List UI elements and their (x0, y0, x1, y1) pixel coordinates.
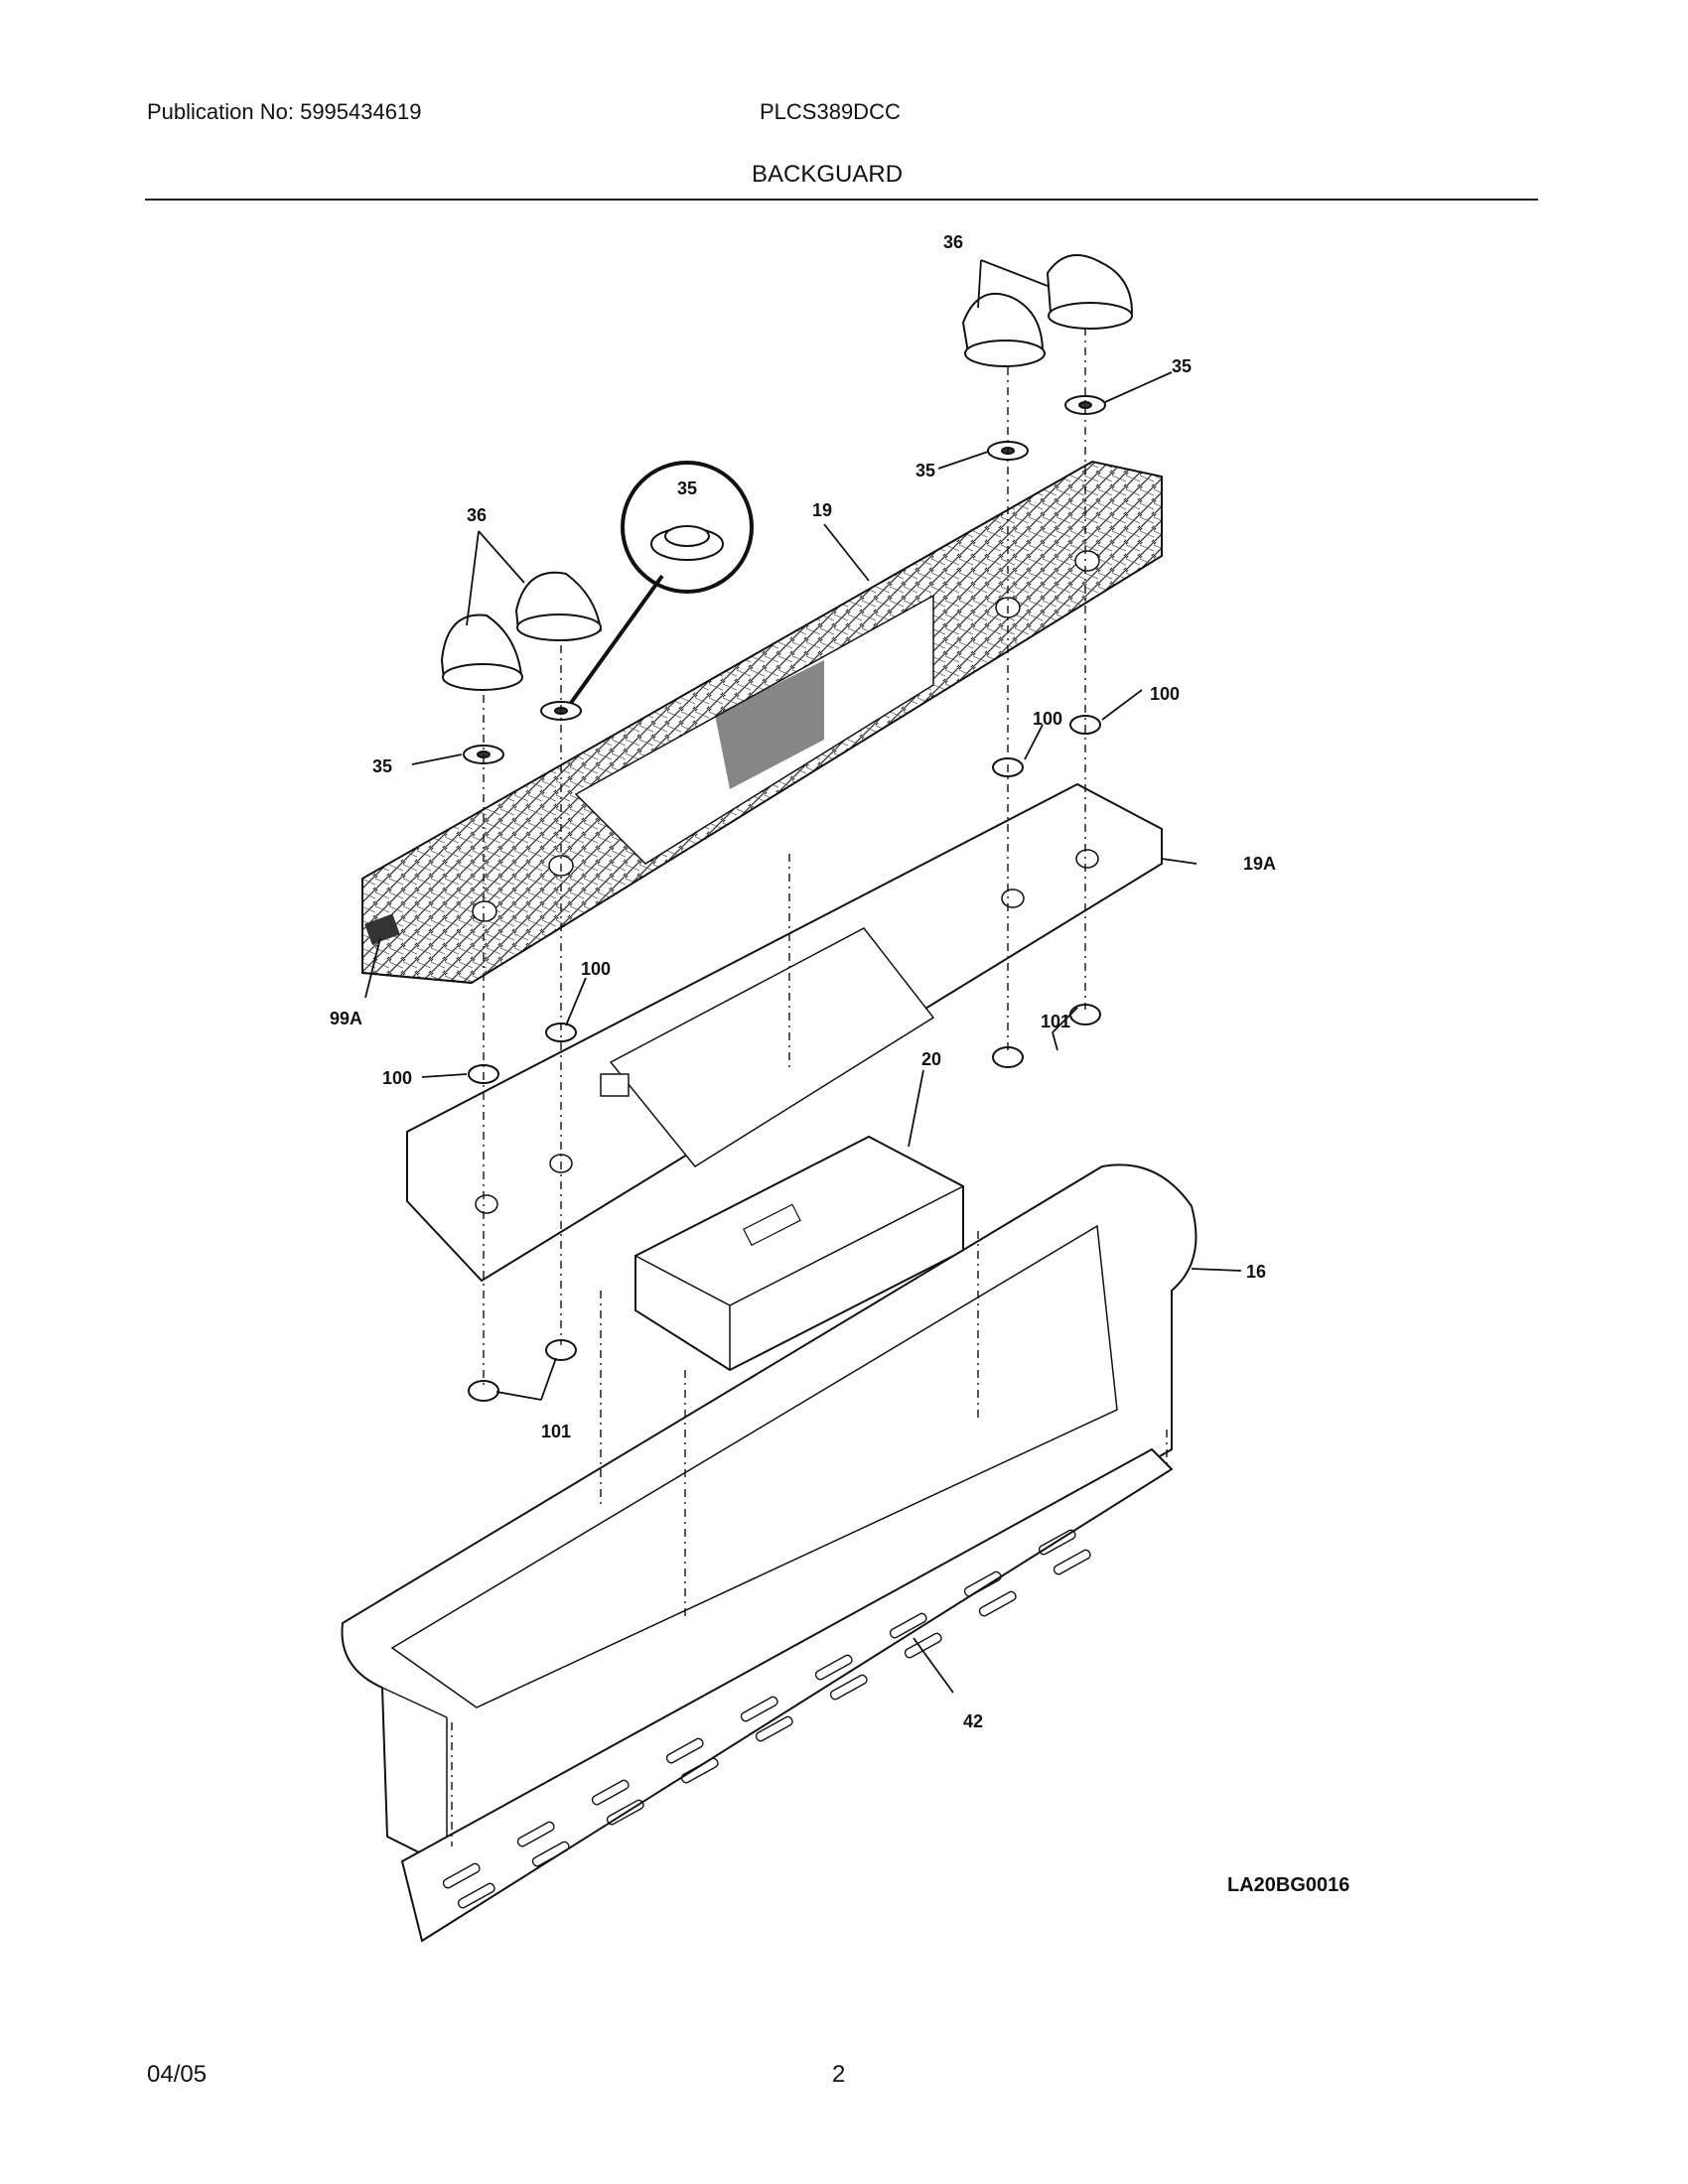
vent-trim-part (400, 1447, 1174, 1943)
page-number: 2 (832, 2061, 846, 2088)
callout-nut-upper-left: 100 (581, 959, 611, 979)
callout-bracket: 19A (1243, 854, 1276, 874)
clip-part (364, 913, 400, 945)
mounting-bracket-part (406, 782, 1163, 1283)
callout-clip: 99A (330, 1009, 362, 1028)
callout-nut-left: 100 (382, 1068, 412, 1088)
alignment-lines (451, 328, 1168, 1846)
knob-part (440, 254, 1134, 691)
callout-knob-right: 36 (943, 232, 963, 252)
callout-knob-left: 36 (467, 505, 487, 525)
diagram-reference-code: LA20BG0016 (1227, 1874, 1349, 1896)
leader-lines (364, 259, 1242, 1694)
callout-control-board: 20 (921, 1049, 941, 1069)
callout-inset-washer: 35 (677, 478, 697, 498)
callout-nut-upper-right-b: 100 (1150, 684, 1180, 704)
control-panel-part (361, 460, 1163, 985)
callout-backguard-body: 16 (1246, 1262, 1266, 1282)
section-title: BACKGUARD (752, 161, 904, 188)
callout-panel: 19 (812, 500, 832, 520)
callout-washer-left: 35 (372, 756, 392, 776)
callout-vent-trim: 42 (963, 1711, 983, 1731)
publication-number: Publication No: 5995434619 (147, 99, 422, 124)
callout-nut-lower-left: 101 (541, 1422, 571, 1441)
publication-date: 04/05 (147, 2061, 208, 2088)
header-rule (145, 199, 1538, 201)
callout-washer-top-mid: 35 (915, 461, 935, 480)
callout-nut-right: 101 (1041, 1012, 1070, 1031)
callout-washer-top-right: 35 (1172, 356, 1192, 376)
callout-nut-upper-right-a: 100 (1033, 709, 1062, 729)
model-number: PLCS389DCC (760, 99, 901, 124)
washer-detail-inset (569, 461, 754, 705)
callout-labels: 36 36 35 35 35 35 19 19A 99A 100 100 100… (330, 232, 1349, 1896)
backguard-body-part (341, 1163, 1197, 1868)
